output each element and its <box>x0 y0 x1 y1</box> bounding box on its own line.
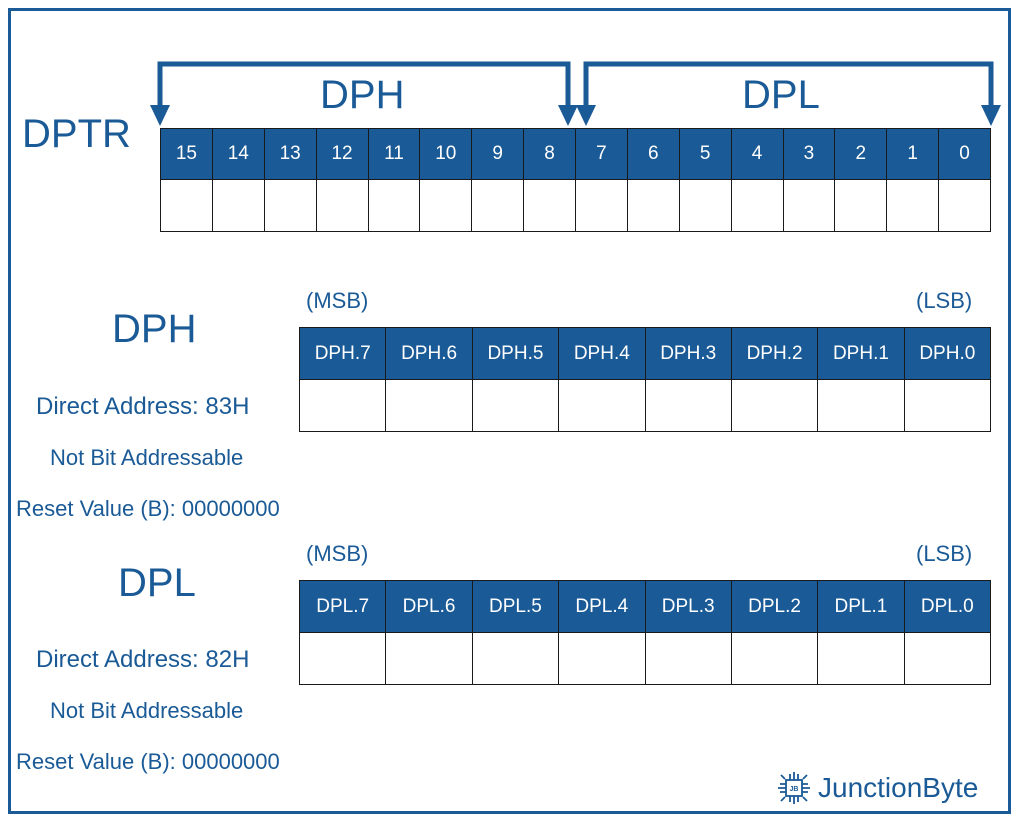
dpl-value-cell <box>730 632 819 685</box>
dph-left-arrowhead <box>150 105 170 126</box>
dptr-value-cell <box>938 179 991 232</box>
dpl-value-cell <box>903 632 992 685</box>
dpl-bit-7: DPL.7 <box>298 580 387 633</box>
dptr-bit-8: 8 <box>523 128 576 180</box>
dph-title: DPH <box>112 307 197 351</box>
dph-bit-header-row: DPH.7 DPH.6 DPH.5 DPH.4 DPH.3 DPH.2 DPH.… <box>298 327 992 380</box>
dptr-value-cell <box>263 179 317 232</box>
dptr-register: 15 14 13 12 11 10 9 8 7 6 5 4 3 2 1 0 <box>160 128 991 232</box>
dpl-bit-4: DPL.4 <box>558 580 646 633</box>
dph-right-arrowhead <box>558 105 578 126</box>
dpl-bit-3: DPL.3 <box>644 580 732 633</box>
dptr-bit-4: 4 <box>730 128 784 180</box>
dptr-bit-12: 12 <box>315 128 369 180</box>
dpl-lsb-label: (LSB) <box>916 541 973 566</box>
dpl-msb-label: (MSB) <box>306 541 369 566</box>
dptr-value-cell <box>575 179 628 232</box>
dpl-bit-header-row: DPL.7 DPL.6 DPL.5 DPL.4 DPL.3 DPL.2 DPL.… <box>298 580 992 633</box>
dpl-bit-addressable: Not Bit Addressable <box>50 698 244 723</box>
dptr-bit-9: 9 <box>471 128 525 180</box>
dph-bracket-label: DPH <box>320 73 405 117</box>
dph-bit-1: DPH.1 <box>817 327 905 380</box>
dptr-label: DPTR <box>22 112 131 156</box>
dph-register: DPH.7 DPH.6 DPH.5 DPH.4 DPH.3 DPH.2 DPH.… <box>298 327 992 432</box>
dptr-value-cell <box>160 179 213 232</box>
dpl-bracket <box>583 61 994 113</box>
dptr-value-cell <box>886 179 940 232</box>
dptr-value-cell <box>419 179 473 232</box>
dpl-left-arrowhead <box>576 105 596 126</box>
dph-value-cell <box>817 379 905 432</box>
dpl-value-cell <box>471 632 560 685</box>
dptr-value-cell <box>315 179 369 232</box>
dpl-register: DPL.7 DPL.6 DPL.5 DPL.4 DPL.3 DPL.2 DPL.… <box>298 580 992 685</box>
dptr-bit-10: 10 <box>419 128 473 180</box>
dph-value-cell <box>471 379 560 432</box>
dph-bit-6: DPH.6 <box>385 327 473 380</box>
dpl-reset-value: Reset Value (B): 00000000 <box>16 749 280 774</box>
dph-value-cell <box>298 379 387 432</box>
dpl-right-arrowhead <box>981 105 1001 126</box>
dph-reset-value: Reset Value (B): 00000000 <box>16 496 280 521</box>
dpl-value-cell <box>817 632 905 685</box>
dptr-value-cell <box>834 179 888 232</box>
dptr-bit-14: 14 <box>211 128 265 180</box>
dptr-bit-5: 5 <box>678 128 732 180</box>
brand-name: JunctionByte <box>818 772 979 803</box>
dpl-bracket-label: DPL <box>742 73 820 117</box>
dptr-value-cell <box>678 179 732 232</box>
dpl-value-cell <box>558 632 646 685</box>
dph-bit-0: DPH.0 <box>903 327 992 380</box>
chip-icon: JB <box>778 772 810 804</box>
dpl-direct-address: Direct Address: 82H <box>36 646 250 673</box>
dptr-value-cell <box>211 179 265 232</box>
dptr-bit-3: 3 <box>782 128 836 180</box>
dptr-value-row <box>160 179 991 232</box>
dptr-bit-7: 7 <box>575 128 628 180</box>
dpl-value-cell <box>298 632 387 685</box>
dpl-bit-0: DPL.0 <box>903 580 992 633</box>
dpl-bit-1: DPL.1 <box>817 580 905 633</box>
dph-value-cell <box>385 379 473 432</box>
dph-value-row <box>298 379 992 432</box>
dph-bit-4: DPH.4 <box>558 327 646 380</box>
dph-value-cell <box>730 379 819 432</box>
dptr-bit-header-row: 15 14 13 12 11 10 9 8 7 6 5 4 3 2 1 0 <box>160 128 991 180</box>
dptr-bit-11: 11 <box>367 128 421 180</box>
dph-bit-3: DPH.3 <box>644 327 732 380</box>
dptr-value-cell <box>626 179 680 232</box>
dptr-bit-15: 15 <box>160 128 213 180</box>
dph-value-cell <box>644 379 732 432</box>
dptr-bit-13: 13 <box>263 128 317 180</box>
svg-text:JB: JB <box>790 786 799 793</box>
dptr-value-cell <box>471 179 525 232</box>
dptr-bit-1: 1 <box>886 128 940 180</box>
dpl-value-cell <box>385 632 473 685</box>
dpl-value-row <box>298 632 992 685</box>
dptr-value-cell <box>730 179 784 232</box>
dpl-bit-6: DPL.6 <box>385 580 473 633</box>
dpl-value-cell <box>644 632 732 685</box>
dph-bit-5: DPH.5 <box>471 327 560 380</box>
dph-msb-label: (MSB) <box>306 288 369 313</box>
dph-bracket <box>157 61 571 113</box>
dpl-title: DPL <box>118 561 196 605</box>
dptr-value-cell <box>523 179 576 232</box>
dptr-bit-0: 0 <box>938 128 991 180</box>
dptr-bit-6: 6 <box>626 128 680 180</box>
dph-bit-7: DPH.7 <box>298 327 387 380</box>
dph-bit-2: DPH.2 <box>730 327 819 380</box>
dptr-value-cell <box>782 179 836 232</box>
dph-direct-address: Direct Address: 83H <box>36 393 250 420</box>
dph-value-cell <box>903 379 992 432</box>
dph-lsb-label: (LSB) <box>916 288 973 313</box>
dptr-brackets <box>150 61 1001 126</box>
dpl-bit-2: DPL.2 <box>730 580 819 633</box>
dph-value-cell <box>558 379 646 432</box>
diagram-frame <box>8 8 1011 814</box>
dph-bit-addressable: Not Bit Addressable <box>50 445 244 470</box>
dpl-bit-5: DPL.5 <box>471 580 560 633</box>
dptr-bit-2: 2 <box>834 128 888 180</box>
dptr-value-cell <box>367 179 421 232</box>
